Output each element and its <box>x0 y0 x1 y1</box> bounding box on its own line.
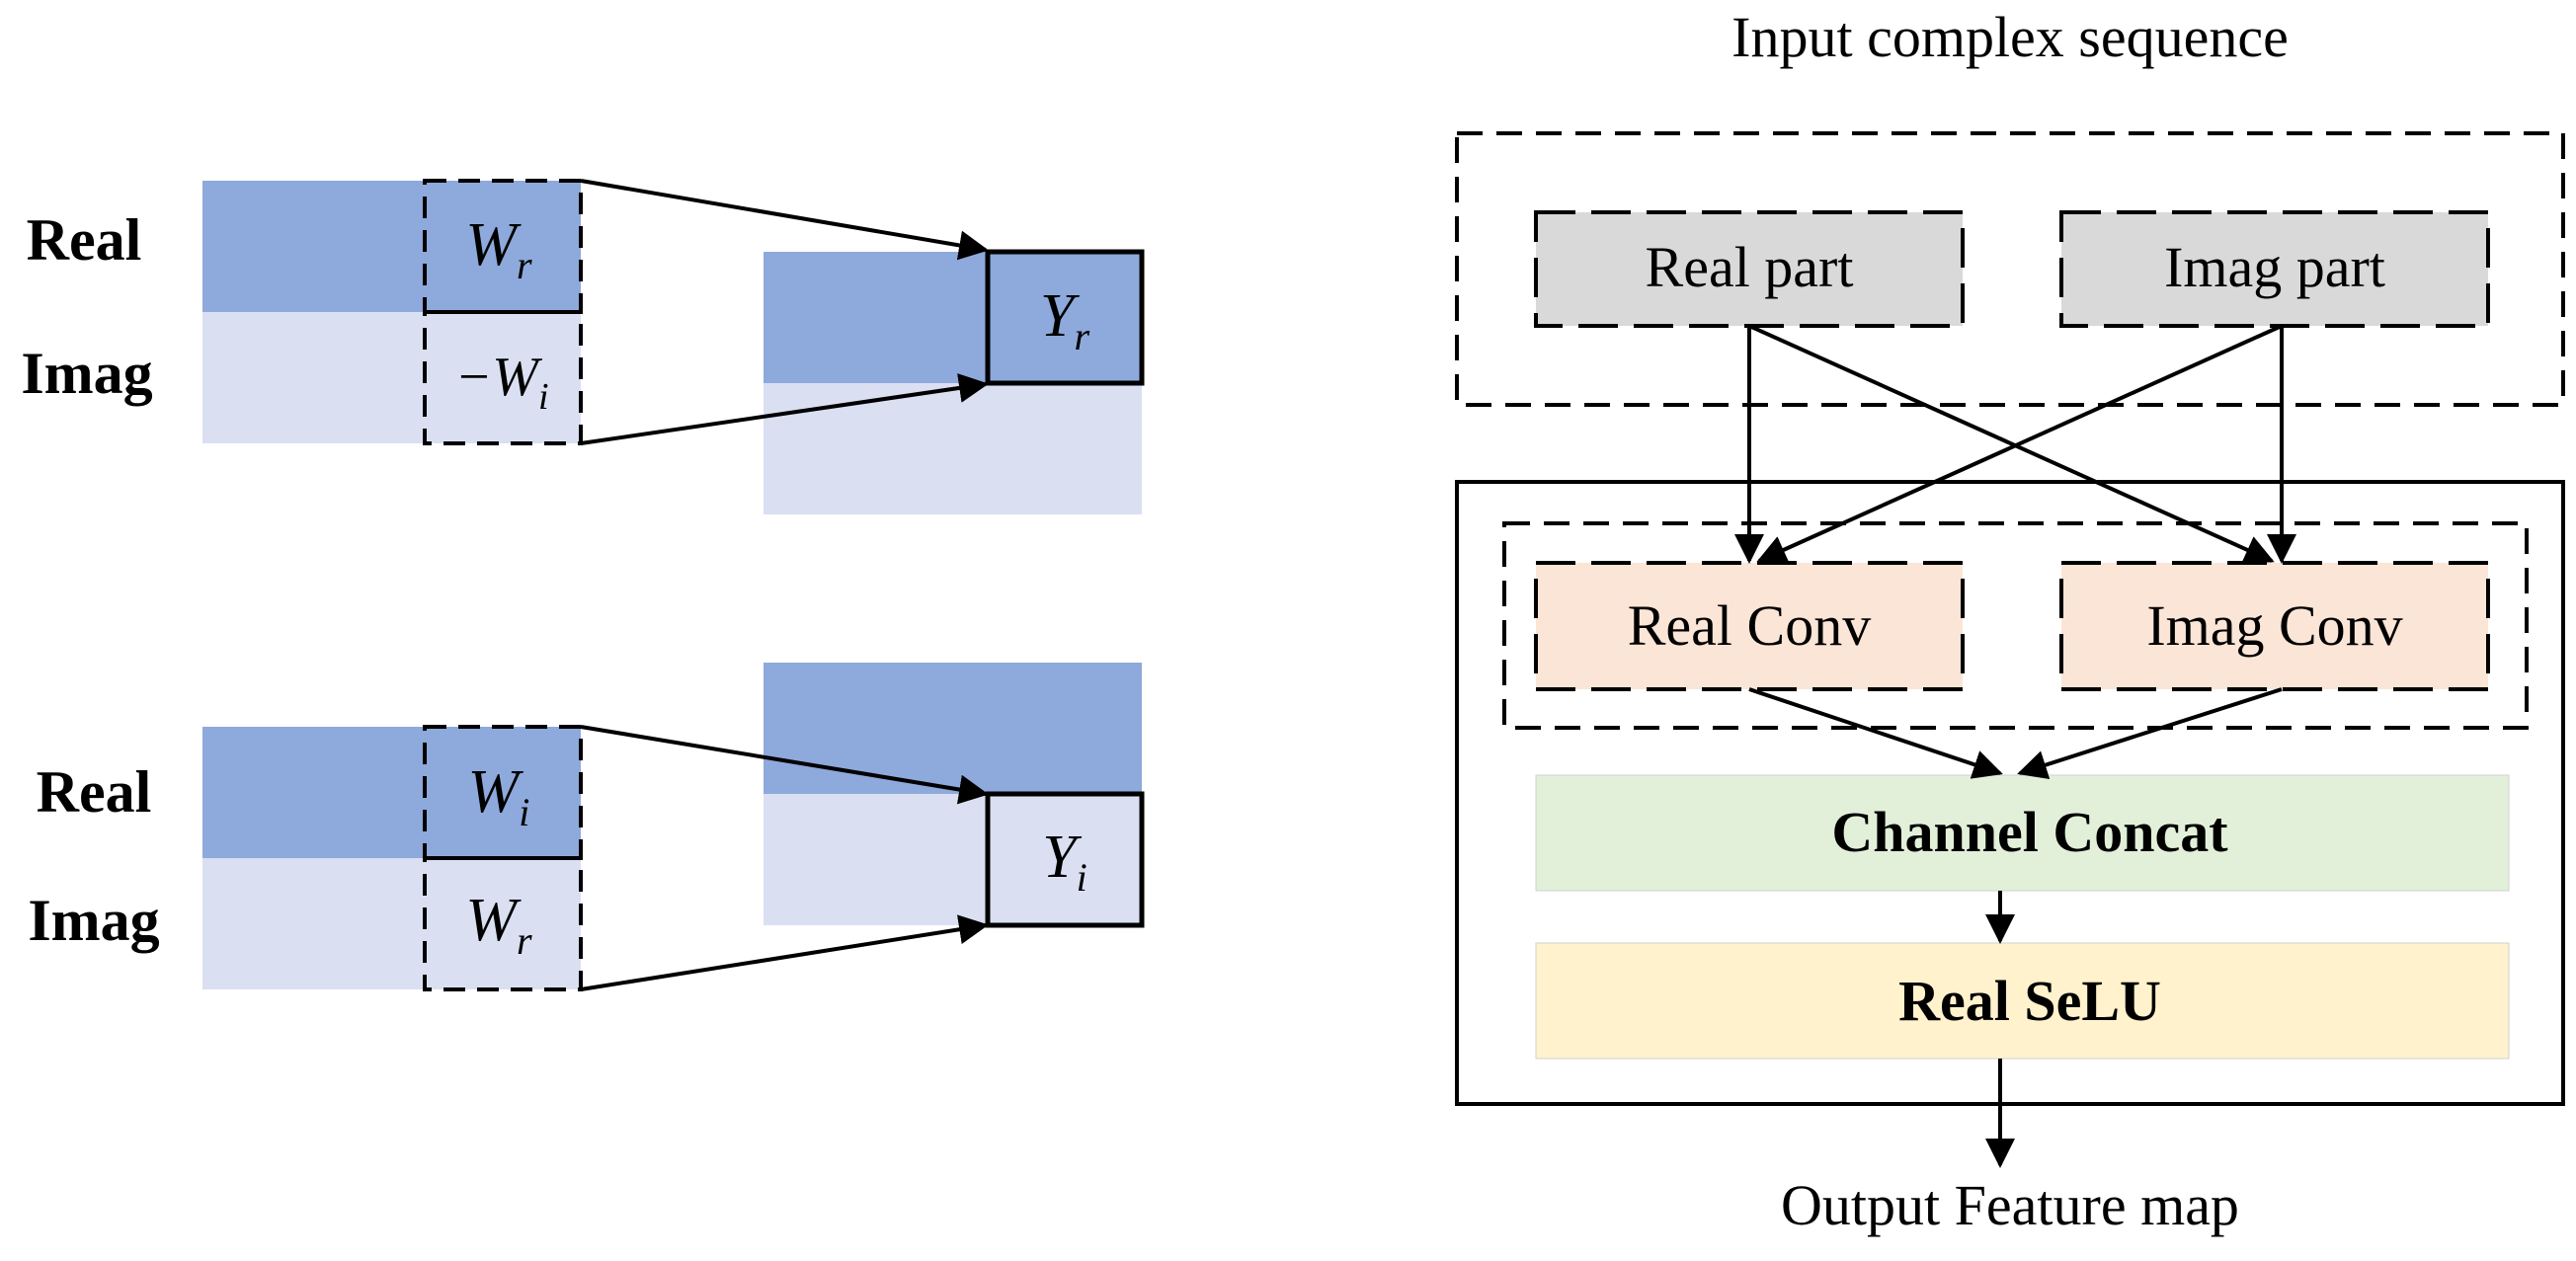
channel-concat-box <box>1535 774 2510 892</box>
bottom-output-label: Yi <box>1042 824 1087 900</box>
bottom-imag-kernel-box <box>423 856 583 991</box>
output-feature-map-label: Output Feature map <box>1781 1173 2239 1237</box>
real-part-box <box>1534 210 1965 328</box>
bottom-kernel-real-label: Wi <box>468 758 530 834</box>
imag-conv-label: Imag Conv <box>2146 593 2402 658</box>
real-selu-label: Real SeLU <box>1898 969 2161 1033</box>
top-complex-mult-panel: Real Imag Wr −Wi Yr <box>21 179 1145 514</box>
top-output-imag-block <box>764 383 1142 514</box>
conv-group-box <box>1502 521 2529 730</box>
real-conv-label: Real Conv <box>1628 593 1871 658</box>
arrow-imagconv-to-concat <box>2017 687 2283 780</box>
bottom-output-imag-block <box>764 794 1142 925</box>
top-output-real-block <box>764 252 1142 383</box>
top-label-imag: Imag <box>21 341 152 406</box>
arrow-realconv-to-concat <box>1748 687 2003 779</box>
imag-part-label: Imag part <box>2164 235 2385 299</box>
bottom-kernel-imag-label: Wr <box>465 887 532 963</box>
bottom-real-kernel-box <box>423 725 583 860</box>
bottom-arrow-real <box>580 725 989 805</box>
bottom-output-cell <box>985 791 1145 928</box>
arrow-imag-to-realconv <box>1756 324 2283 564</box>
top-arrow-imag <box>580 373 989 445</box>
top-real-kernel-box <box>423 179 583 314</box>
top-real-input-block <box>202 181 581 312</box>
complex-conv-flow: Input complex sequence Real part Imag pa… <box>1455 5 2565 1237</box>
top-imag-input-block <box>202 312 581 443</box>
top-kernel-imag-label: −Wi <box>454 347 548 418</box>
bottom-imag-input-block <box>202 858 581 989</box>
top-arrow-real <box>580 179 989 261</box>
processing-block-box <box>1455 480 2565 1106</box>
imag-conv-box <box>2059 561 2490 691</box>
bottom-label-imag: Imag <box>28 888 159 953</box>
imag-part-box <box>2059 210 2490 328</box>
top-kernel-real-label: Wr <box>465 211 532 287</box>
channel-concat-label: Channel Concat <box>1831 800 2228 864</box>
arrow-real-to-imagconv <box>1748 324 2275 564</box>
bottom-label-real: Real <box>37 759 152 825</box>
bottom-output-real-block <box>764 663 1142 794</box>
top-output-cell <box>985 249 1145 386</box>
bottom-arrow-imag <box>580 914 989 991</box>
input-sequence-label: Input complex sequence <box>1731 5 2289 69</box>
real-selu-box <box>1535 942 2510 1060</box>
top-imag-kernel-box <box>423 310 583 445</box>
bottom-complex-mult-panel: Real Imag Wi Wr Yi <box>28 663 1145 991</box>
bottom-real-input-block <box>202 727 581 858</box>
top-label-real: Real <box>27 207 142 273</box>
real-part-label: Real part <box>1646 235 1854 299</box>
top-output-label: Yr <box>1040 282 1089 358</box>
input-group-box <box>1455 131 2565 407</box>
real-conv-box <box>1534 561 1965 691</box>
